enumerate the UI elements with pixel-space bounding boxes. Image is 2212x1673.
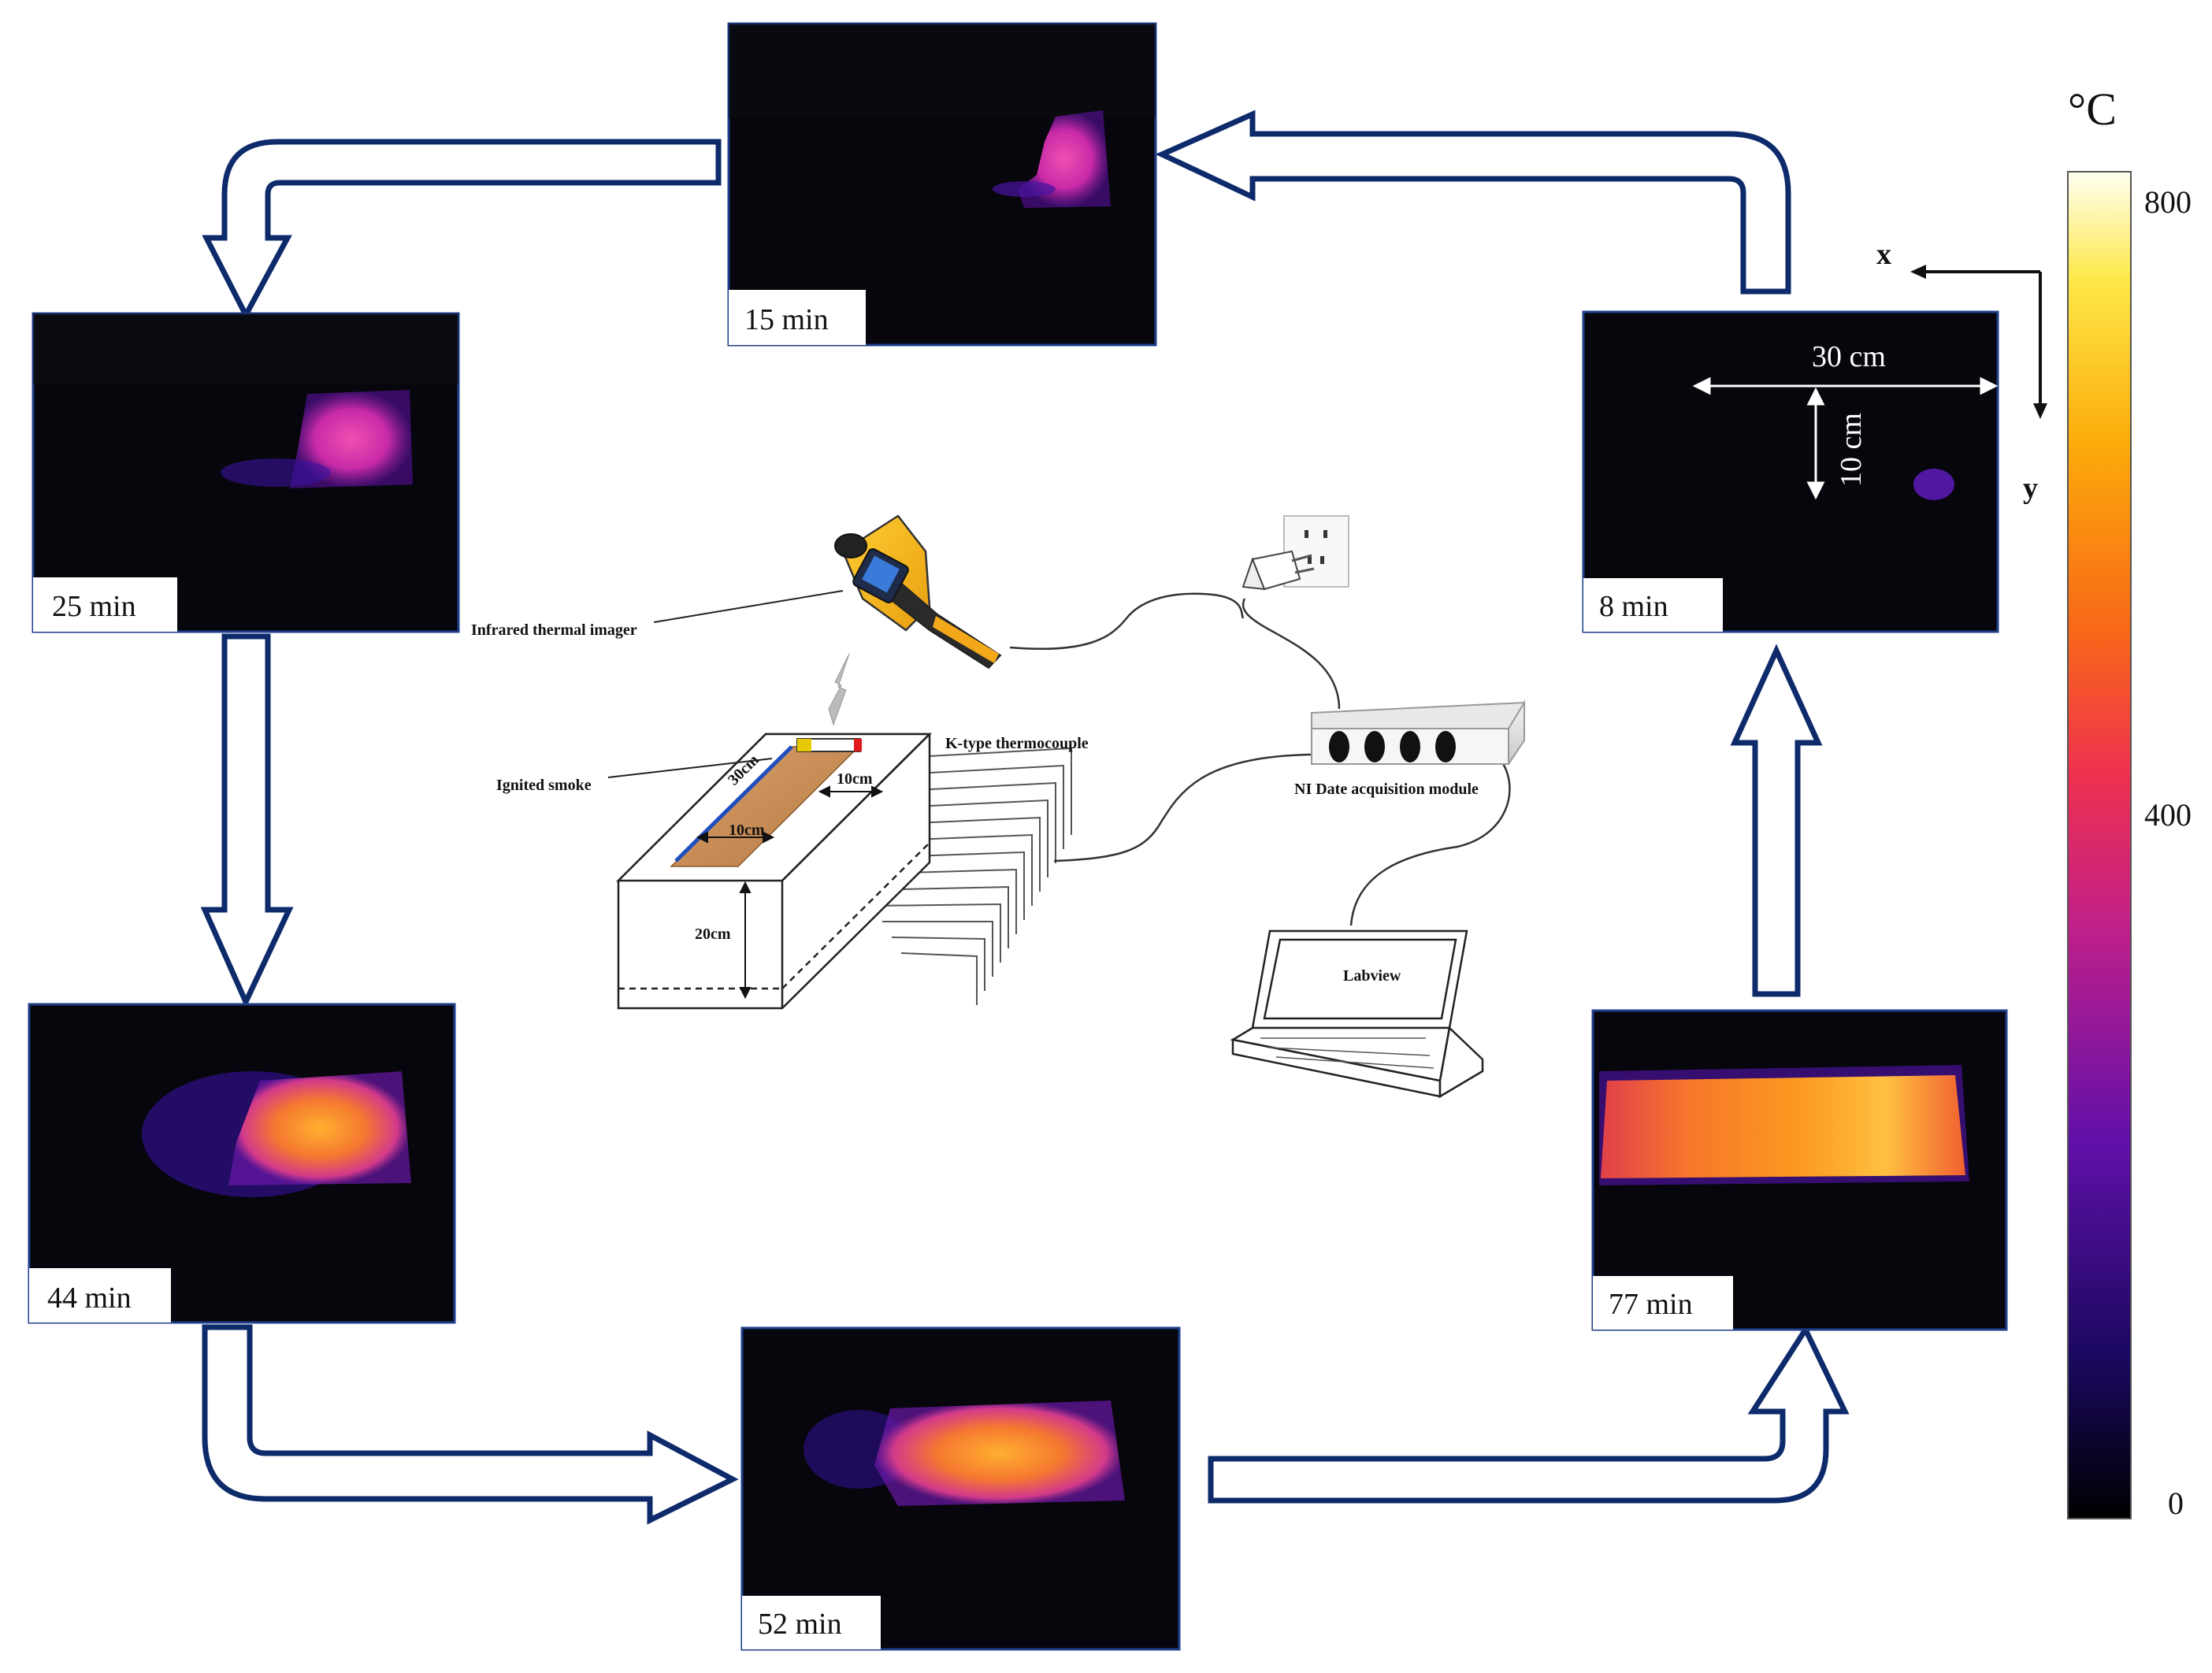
- dimension-height-label: 10 cm: [1835, 413, 1868, 487]
- time-label: 77 min: [1609, 1288, 1693, 1321]
- arrow-77-to-8: [1730, 644, 1823, 997]
- colorbar: °C 800 400 0: [2067, 83, 2192, 1521]
- hot-zone: [228, 1071, 411, 1185]
- colorbar-mid-label: 400: [2144, 797, 2192, 833]
- dimension-10cm: [1806, 387, 1825, 500]
- colorbar-max-label: 800: [2144, 184, 2192, 220]
- dimension-width-label: 30 cm: [1812, 340, 1886, 373]
- time-label: 44 min: [47, 1282, 132, 1315]
- thermal-panel-77-min: 77 min: [1591, 1009, 2008, 1331]
- dim-width-mid-label: 10cm: [729, 822, 765, 839]
- thermal-imager-icon: [834, 514, 1002, 670]
- axes-indicator: x y: [1876, 238, 2047, 505]
- thermal-panel-44-min: 44 min: [28, 1003, 456, 1324]
- time-label: 25 min: [52, 590, 136, 623]
- thermal-panel-25-min: 25 min: [32, 312, 460, 633]
- time-label: 52 min: [758, 1608, 842, 1641]
- arrow-8-to-15: [1155, 109, 1791, 295]
- colorbar-min-label: 0: [2168, 1486, 2184, 1521]
- dim-depth-label: 20cm: [695, 926, 731, 943]
- arrow-44-to-52: [202, 1324, 739, 1525]
- colorbar-gradient: [2067, 171, 2132, 1519]
- axis-x-label: x: [1876, 238, 1891, 271]
- smoke-icon: [828, 653, 850, 726]
- ignited-smoke-label: Ignited smoke: [496, 777, 592, 794]
- arrow-15-to-25: [202, 139, 722, 321]
- thermal-panel-52-min: 52 min: [740, 1326, 1181, 1651]
- power-outlet-icon: [1241, 515, 1349, 591]
- thermocouple-label: K-type thermocouple: [945, 735, 1089, 752]
- time-label: 8 min: [1599, 590, 1668, 623]
- arrow-52-to-77: [1208, 1323, 1850, 1504]
- laptop-icon: [1230, 929, 1484, 1099]
- daq-module-icon: [1311, 699, 1525, 765]
- hot-zone: [874, 1400, 1125, 1506]
- axis-y-label: y: [2023, 472, 2038, 505]
- dimension-30cm: [1692, 377, 1999, 395]
- hot-zone: [1601, 1075, 1965, 1178]
- colorbar-unit: °C: [2068, 83, 2117, 135]
- hot-zone: [290, 390, 413, 488]
- arrow-25-to-44: [200, 633, 294, 1009]
- thermal-panel-15-min: 15 min: [727, 22, 1157, 347]
- daq-module-label: NI Date acquisition module: [1294, 781, 1479, 798]
- dim-width-top-label: 10cm: [837, 770, 873, 788]
- experimental-setup: 30cm 10cm 10cm 20cm Ignited smoke K-type…: [471, 514, 1525, 1099]
- thermal-panel-8-min: 30 cm 10 cm 8 min: [1582, 310, 1999, 633]
- hot-zone: [1913, 469, 1954, 500]
- time-label: 15 min: [744, 303, 829, 336]
- flow-arrows: [200, 109, 1850, 1525]
- labview-label: Labview: [1343, 967, 1401, 985]
- thermal-imager-label: Infrared thermal imager: [471, 621, 637, 639]
